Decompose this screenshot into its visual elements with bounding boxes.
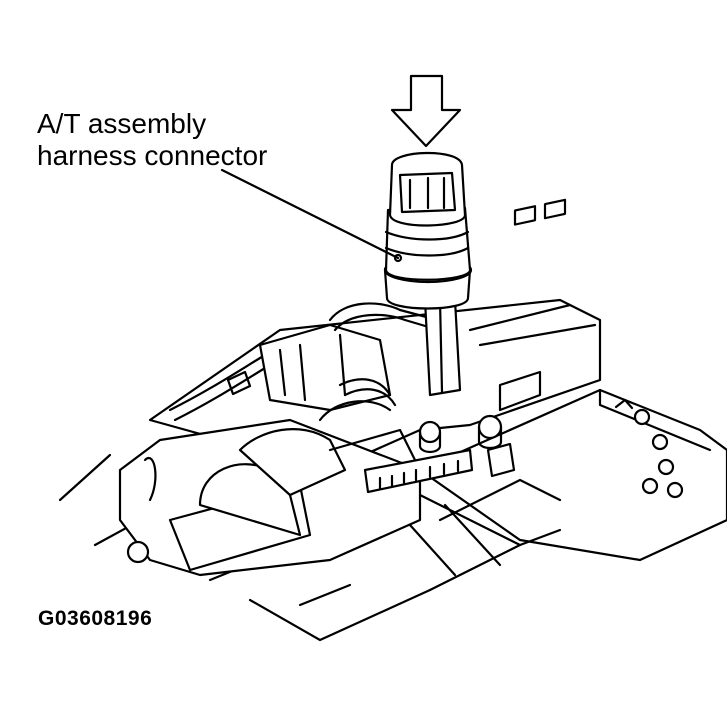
direction-arrow <box>390 74 462 148</box>
callout-line-2: harness connector <box>37 140 268 171</box>
solenoid-cover <box>118 418 422 577</box>
callout-line-1: A/T assembly <box>37 108 207 139</box>
wire-harness <box>168 302 434 422</box>
callout-label: A/T assembly harness connector <box>37 108 267 172</box>
harness-connector <box>383 151 473 397</box>
bolt-heads <box>418 414 516 478</box>
leader-line <box>220 168 400 260</box>
valve-body-plate <box>418 388 727 562</box>
terminal-strip <box>363 448 474 494</box>
figure-id: G03608196 <box>38 607 153 630</box>
